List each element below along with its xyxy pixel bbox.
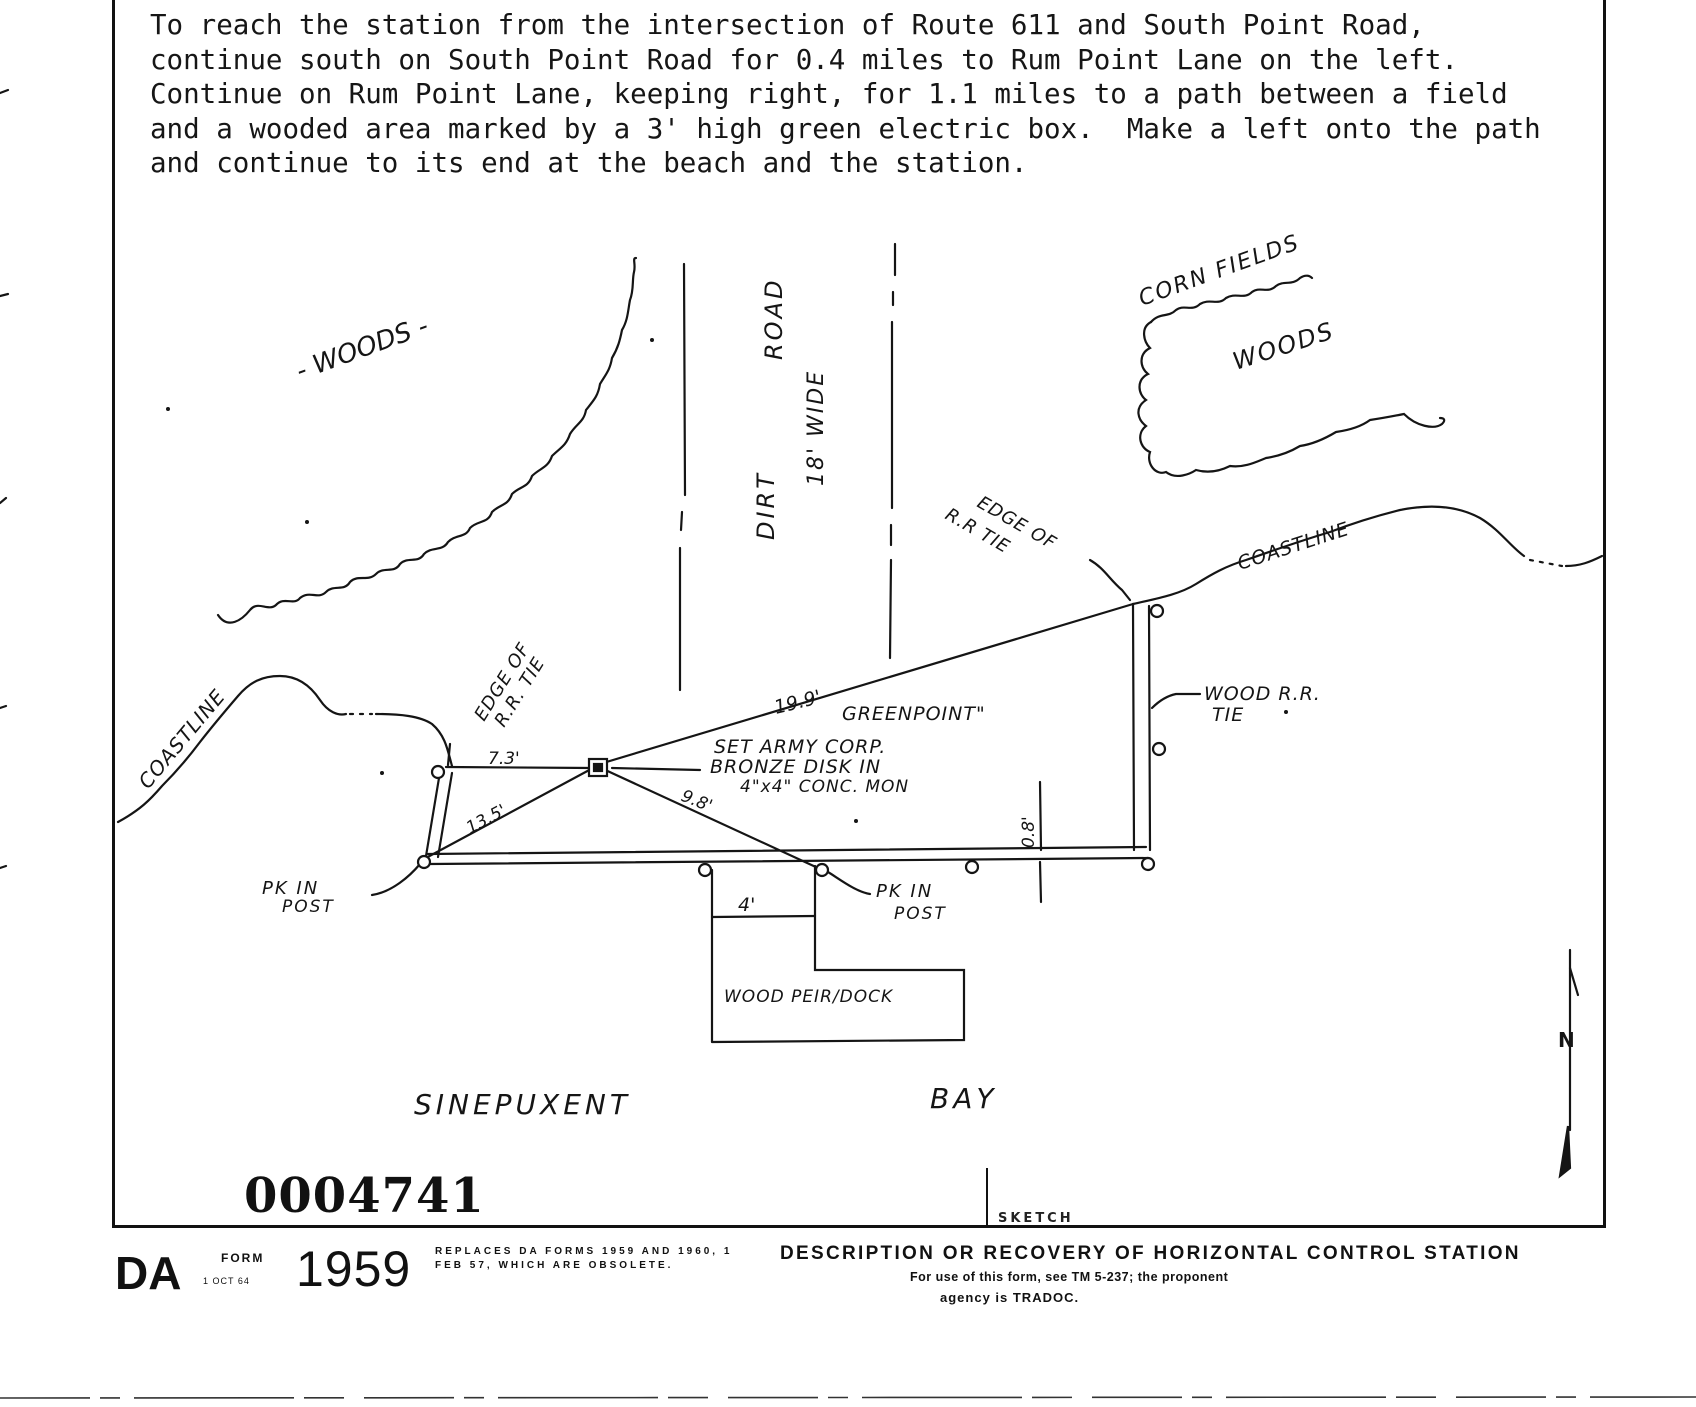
pk-right-pointer: [826, 870, 872, 896]
post-marker: [697, 862, 713, 878]
form-note-1: For use of this form, see TM 5-237; the …: [910, 1270, 1229, 1284]
label-pk-right-2: POST: [894, 904, 947, 924]
stray-dot: [305, 520, 309, 524]
label-wood-tie-1: WOOD R.R.: [1204, 683, 1321, 705]
label-pk-left-1: PK IN: [262, 878, 319, 899]
serial-number: 0004741: [244, 1168, 485, 1224]
stray-dot: [380, 771, 384, 775]
coastline-right-dots: [1528, 558, 1564, 568]
margin-mark: [0, 292, 10, 298]
pier-stem: [710, 864, 966, 1044]
post-marker: [430, 764, 446, 780]
form-frame: [112, 0, 1606, 1228]
label-set-2: BRONZE DISK IN: [710, 756, 881, 778]
coastline-left-end: [374, 712, 454, 768]
tick-0-8: [1038, 780, 1043, 904]
label-pk-left-2: POST: [282, 897, 335, 917]
label-dist-13-5: 13.5': [463, 801, 510, 839]
line-19-9: [601, 602, 1135, 765]
label-dirt: DIRT: [752, 471, 780, 540]
woods-boundary-right: [1149, 274, 1314, 324]
label-set-3: 4"x4" CONC. MON: [740, 777, 909, 797]
label-coastline-right: COASTLINE: [1235, 518, 1352, 575]
label-dist-7-3: 7.3': [488, 749, 520, 769]
post-marker: [964, 859, 980, 875]
form-title: DESCRIPTION OR RECOVERY OF HORIZONTAL CO…: [780, 1243, 1521, 1264]
label-road-width: 18' WIDE: [804, 370, 829, 486]
road-edge-west: [678, 262, 687, 692]
sketch-label: SKETCH: [998, 1211, 1074, 1226]
rr-tie-left: [424, 770, 454, 859]
north-arrow-head: [1568, 966, 1580, 997]
form-da: DA: [115, 1247, 182, 1299]
coastline-right-end: [1564, 554, 1604, 568]
margin-mark: [0, 864, 8, 870]
form-date: 1 OCT 64: [203, 1276, 250, 1286]
station-directions: To reach the station from the intersecti…: [150, 9, 1541, 179]
margin-mark: [0, 88, 10, 95]
label-dist-4: 4': [738, 894, 755, 916]
stray-dot: [1284, 710, 1288, 714]
station-disk-center: [592, 762, 604, 773]
post-marker: [1151, 741, 1167, 757]
road-edge-east: [888, 242, 897, 660]
north-arrow-tail: [1558, 1125, 1572, 1179]
sketch-divider: [986, 1168, 988, 1226]
stray-dot: [854, 819, 858, 823]
form-replaces-note: REPLACES DA FORMS 1959 AND 1960, 1 FEB 5…: [435, 1246, 733, 1271]
form-note-2: agency is TRADOC.: [940, 1290, 1080, 1305]
edge-tie-pointer-left: [446, 742, 452, 767]
coastline-left: [116, 674, 348, 824]
label-dist-0-8: 0.8': [1019, 816, 1039, 848]
label-road: ROAD: [760, 278, 788, 360]
label-wood-tie-2: TIE: [1212, 704, 1244, 726]
post-marker: [1149, 603, 1165, 619]
label-woods-left: - WOODS -: [292, 311, 432, 387]
label-bay-1: SINEPUXENT: [414, 1088, 631, 1121]
pier-4ft: [710, 914, 817, 919]
stray-dot: [166, 407, 170, 411]
bottom-rule: [0, 1396, 1696, 1399]
form-label: FORM: [221, 1251, 265, 1265]
pk-post-marker: [814, 862, 830, 878]
pk-post-marker: [416, 854, 432, 870]
line-13-5: [422, 766, 595, 861]
margin-mark: [0, 496, 8, 505]
woods-boundary-left: [216, 256, 638, 624]
label-pier: WOOD PEIR/DOCK: [724, 987, 894, 1007]
label-dist-9-8: 9.8': [678, 786, 715, 816]
label-dist-19-9: 19.9': [772, 686, 823, 719]
label-station-name: GREENPOINT": [842, 703, 986, 725]
stray-dot: [650, 338, 654, 342]
pk-left-pointer: [370, 862, 422, 897]
margin-mark: [0, 704, 8, 710]
coastline-right: [1131, 505, 1526, 606]
pointer-disk: [610, 766, 702, 772]
edge-tie-pointer-right: [1088, 558, 1132, 602]
posts-line: [426, 845, 1150, 866]
label-coastline-left: COASTLINE: [133, 684, 230, 793]
label-bay-2: BAY: [930, 1082, 997, 1115]
form-number: 1959: [296, 1241, 412, 1297]
north-label: N: [1558, 1028, 1575, 1052]
label-woods-right: WOODS: [1229, 317, 1338, 376]
label-pk-right-1: PK IN: [876, 881, 933, 902]
woods-boundary-right: [1137, 320, 1446, 478]
wood-tie-pointer: [1150, 692, 1202, 710]
post-marker: [1140, 856, 1156, 872]
line-7-3: [444, 765, 595, 770]
label-set-1: SET ARMY CORP.: [714, 736, 886, 758]
label-corn-fields: CORN FIELDS: [1136, 230, 1304, 312]
rr-tie-right: [1131, 602, 1152, 852]
